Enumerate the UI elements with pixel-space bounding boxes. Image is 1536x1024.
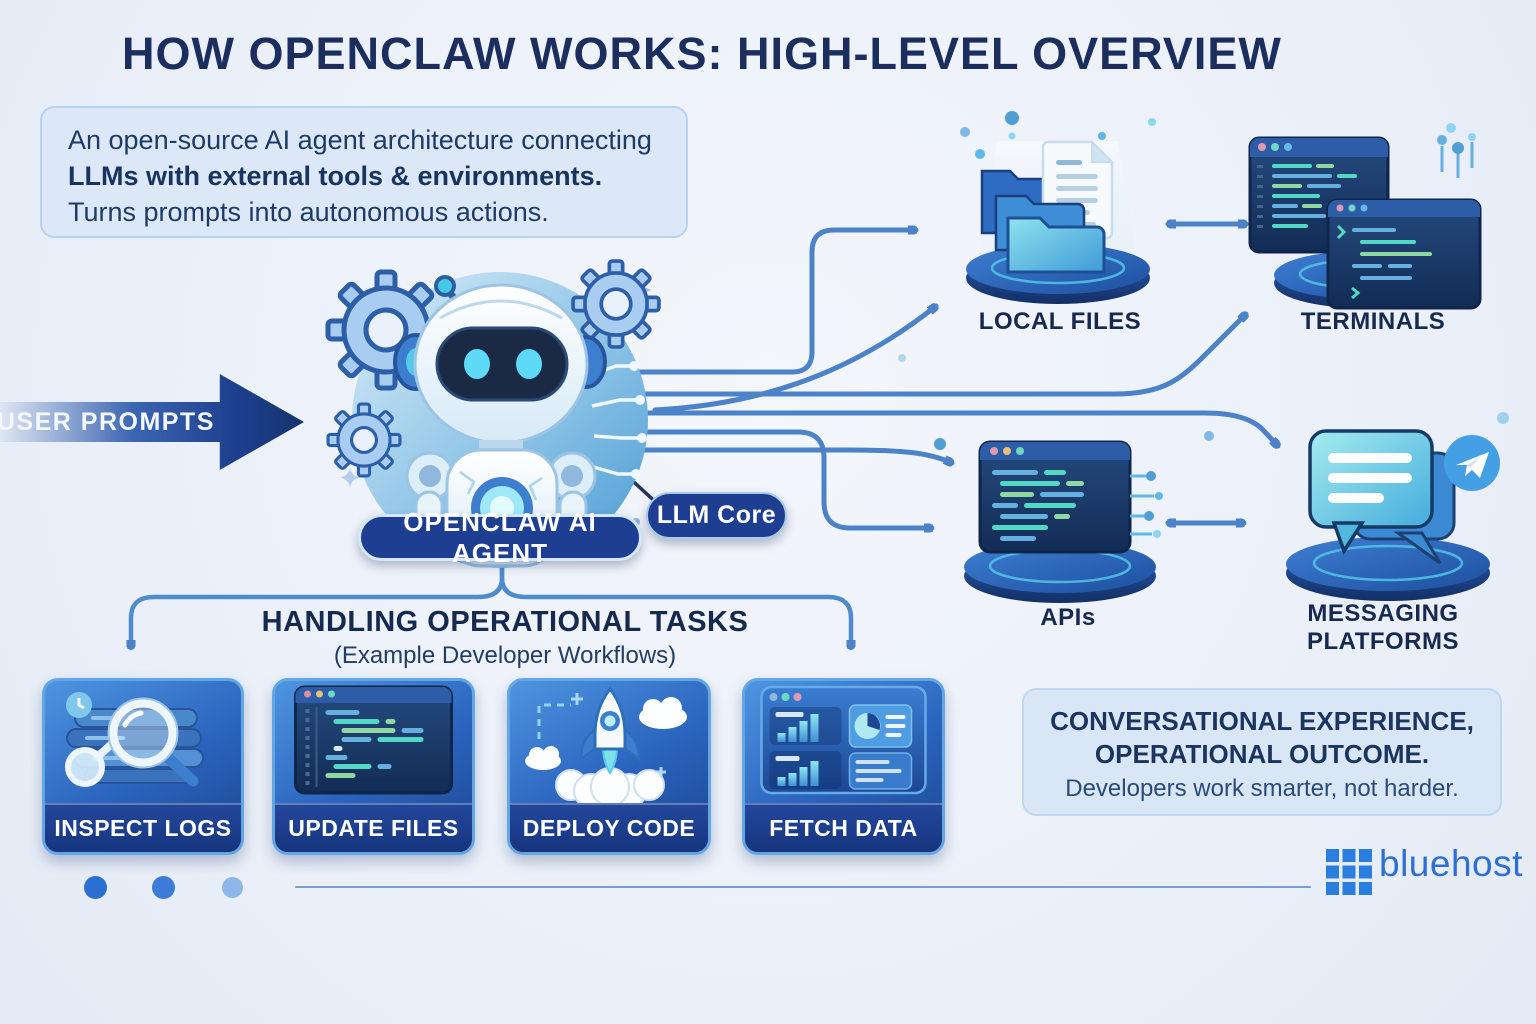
robot-visor — [435, 326, 569, 402]
task-label-inspect-logs: INSPECT LOGS — [45, 803, 241, 852]
cloud-icon — [525, 697, 687, 770]
node-label-apis: APIs — [1040, 604, 1096, 631]
rocket-icon — [579, 686, 641, 775]
outcome-card: CONVERSATIONAL EXPERIENCE, OPERATIONAL O… — [1022, 688, 1502, 816]
llm-core-label: LLM Core — [656, 501, 777, 529]
pie-chart-panel — [848, 704, 913, 748]
intro-line-2: LLMs with external tools & environments. — [68, 161, 603, 191]
page-title: HOW OPENCLAW WORKS: HIGH-LEVEL OVERVIEW — [122, 28, 1282, 79]
tasks-subheading: (Example Developer Workflows) — [333, 642, 677, 669]
footer-divider-line — [295, 886, 1311, 888]
robot-eye-right — [516, 349, 542, 379]
bracket-agent-to-inspect-logs — [131, 559, 505, 651]
user-prompts-label: USER PROMPTS — [0, 407, 215, 436]
outcome-line-1: CONVERSATIONAL EXPERIENCE, — [1050, 706, 1474, 736]
bar-chart-panel-bottom — [769, 751, 842, 789]
pagination-dot-3 — [222, 877, 243, 898]
task-card-update-files: UPDATE FILES — [272, 678, 475, 855]
api-connector-dots — [1130, 471, 1163, 538]
task-label-deploy-code: DEPLOY CODE — [510, 803, 708, 852]
telegram-icon — [1444, 435, 1500, 491]
intro-line-3: Turns prompts into autonomous actions. — [68, 197, 549, 227]
brand-name: bluehost — [1379, 843, 1523, 884]
chat-bubbles-telegram-icon — [1286, 429, 1500, 601]
robot-figure — [393, 275, 607, 568]
tasks-heading-block: HANDLING OPERATIONAL TASKS (Example Deve… — [240, 606, 770, 670]
pagination-dot-2 — [152, 876, 175, 899]
folders-document-icon — [966, 132, 1150, 304]
node-label-local-files: LOCAL FILES — [978, 308, 1142, 335]
node-label-messaging-platforms: MESSAGING PLATFORMS — [1306, 600, 1460, 655]
circuit-traces — [587, 361, 647, 479]
outcome-line-2: OPERATIONAL OUTCOME. — [1094, 739, 1430, 769]
magnifier-logs-icon — [65, 692, 204, 787]
pagination-dot-1 — [84, 876, 107, 899]
agent-label: OPENCLAW AI AGENT — [403, 506, 597, 568]
smoke-puffs — [555, 767, 665, 803]
arrow-agent-to-apis-top — [634, 447, 952, 463]
arrow-agent-to-terminals — [631, 314, 1246, 397]
arrow-agent-to-local-files-diagonal — [652, 306, 936, 413]
task-label-fetch-data: FETCH DATA — [745, 803, 942, 852]
rocket-launch-icon — [525, 686, 687, 803]
terminal-window-front — [1326, 198, 1482, 310]
dashboard-charts-icon — [760, 685, 927, 795]
bar-chart-panel-top — [769, 707, 842, 745]
node-label-terminals: TERMINALS — [1300, 308, 1446, 335]
code-editor-icon — [294, 685, 453, 795]
task-card-fetch-data: FETCH DATA — [742, 678, 945, 855]
task-card-deploy-code: DEPLOY CODE — [507, 678, 711, 855]
terminal-windows-icon — [1248, 133, 1482, 310]
robot-eye-left — [464, 349, 490, 379]
llm-core-pill: LLM Core — [646, 492, 787, 539]
outcome-line-3: Developers work smarter, not harder. — [1065, 775, 1459, 802]
chat-bubble-front — [1308, 429, 1434, 555]
intro-card: An open-source AI agent architecture con… — [40, 106, 688, 238]
robot-illustration — [325, 259, 661, 568]
task-label-update-files: UPDATE FILES — [275, 803, 472, 852]
arrow-agent-to-local-files — [629, 230, 919, 375]
arrow-agent-to-messaging — [632, 410, 1278, 446]
api-code-window-icon — [964, 440, 1163, 603]
task-card-inspect-logs: INSPECT LOGS — [42, 678, 244, 855]
tasks-heading: HANDLING OPERATIONAL TASKS — [261, 606, 749, 638]
magnifier-large — [107, 697, 199, 787]
gear-icon — [325, 259, 661, 478]
terminal-window-back — [1248, 136, 1390, 254]
agent-pill: OPENCLAW AI AGENT — [358, 507, 642, 568]
text-panel — [848, 752, 913, 790]
magnifier-small — [65, 739, 117, 787]
intro-line-1: An open-source AI agent architecture con… — [68, 125, 652, 155]
bluehost-grid-icon — [1326, 849, 1372, 895]
arrow-agent-to-apis-left — [633, 429, 935, 528]
bracket-agent-to-fetch-data — [499, 559, 851, 651]
